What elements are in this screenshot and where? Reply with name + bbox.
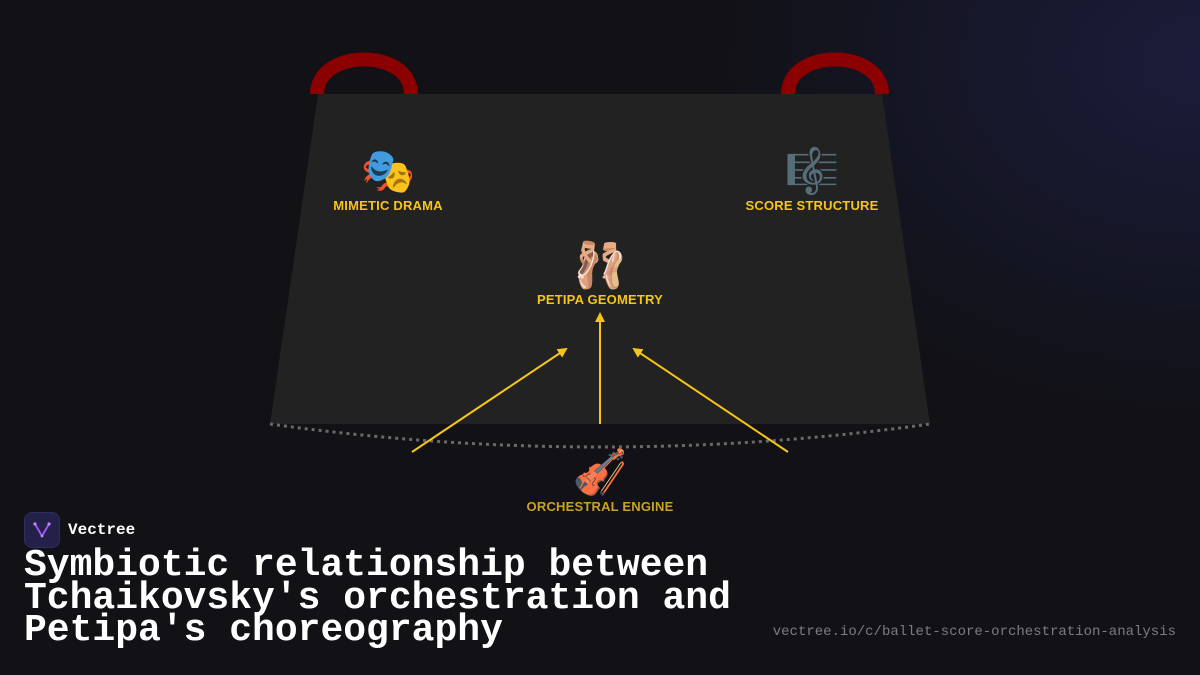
arrow-right <box>632 347 789 453</box>
score-structure-label: SCORE STRUCTURE <box>745 198 879 213</box>
mimetic-drama-label: MIMETIC DRAMA <box>333 198 443 213</box>
brand: Vectree <box>24 512 135 548</box>
theater-masks-icon: 🎭 <box>360 146 416 197</box>
node-mimetic-drama: 🎭 MIMETIC DRAMA <box>333 146 442 213</box>
source-url: vectree.io/c/ballet-score-orchestration-… <box>772 624 1176 640</box>
orchestral-engine-label: ORCHESTRAL ENGINE <box>526 499 674 514</box>
music-score-icon: 🎼 <box>784 146 840 197</box>
right-curtain-handle <box>781 52 889 95</box>
stage-front-curve <box>269 422 931 449</box>
left-curtain-handle <box>310 52 418 95</box>
ballet-shoes-icon: 🩰 <box>572 240 628 291</box>
stage-platform <box>270 94 930 424</box>
petipa-geometry-label: PETIPA GEOMETRY <box>536 292 664 307</box>
violin-icon: 🎻 <box>572 447 628 498</box>
node-orchestral-engine: 🎻 ORCHESTRAL ENGINE <box>527 447 674 514</box>
arrow-left <box>411 347 568 453</box>
node-petipa-geometry: 🩰 PETIPA GEOMETRY <box>537 240 663 307</box>
node-score-structure: 🎼 SCORE STRUCTURE <box>745 146 878 213</box>
page-title: Symbiotic relationship between Tchaikovs… <box>24 544 731 652</box>
brand-name: Vectree <box>68 521 136 539</box>
vectree-logo-icon <box>24 512 60 548</box>
